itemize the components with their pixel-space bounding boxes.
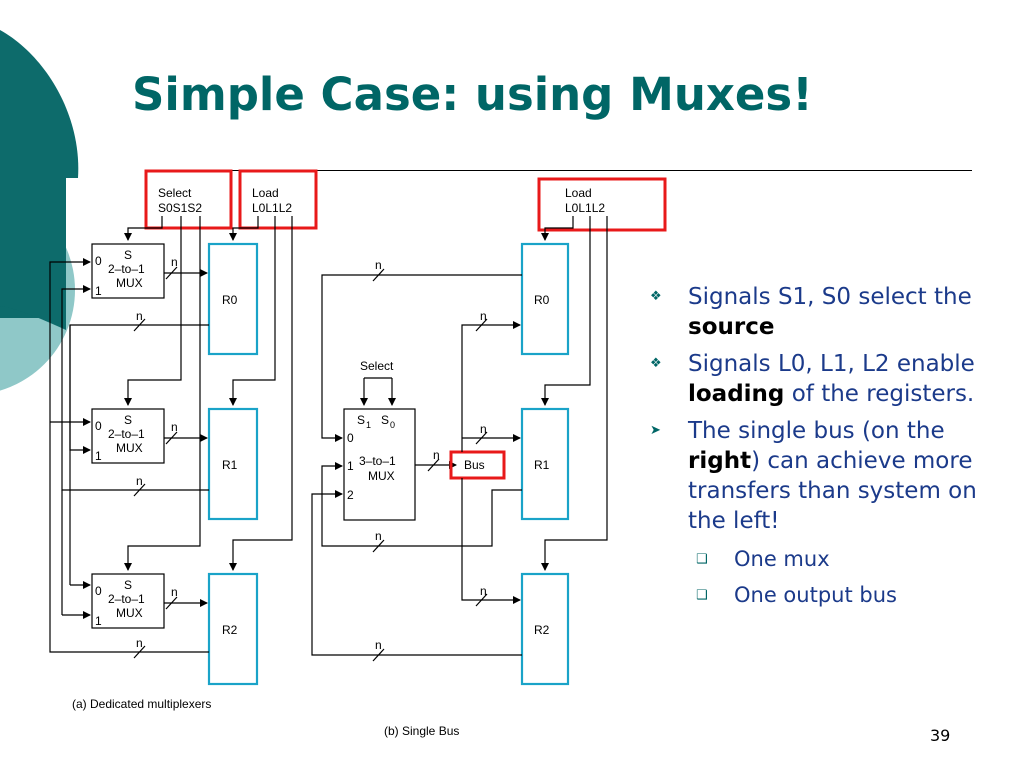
left-register-r0 bbox=[207, 242, 259, 356]
svg-text:n: n bbox=[171, 420, 178, 434]
title-divider bbox=[150, 170, 972, 171]
left-caption: (a) Dedicated multiplexers bbox=[72, 697, 211, 711]
load-signals-highlight-right bbox=[537, 177, 667, 232]
svg-text:1: 1 bbox=[347, 459, 354, 473]
right-r0-label: R0 bbox=[534, 293, 550, 307]
svg-text:n: n bbox=[375, 638, 382, 652]
svg-text:S: S bbox=[124, 578, 132, 592]
bullet-item-2: ❖ Signals L0, L1, L2 enable loading of t… bbox=[650, 351, 975, 407]
left-select-signals: S0S1S2 bbox=[158, 201, 202, 215]
left-load-signals: L0L1L2 bbox=[252, 201, 292, 215]
svg-text:n: n bbox=[433, 448, 440, 462]
right-diagram: Load L0L1L2 R0 R1 R2 Select S 1 S 0 3–to… bbox=[311, 177, 667, 738]
left-r1-label: R1 bbox=[222, 458, 238, 472]
svg-text:S: S bbox=[124, 413, 132, 427]
svg-text:2–to–1: 2–to–1 bbox=[108, 592, 145, 606]
bus-label: Bus bbox=[464, 458, 485, 472]
svg-text:0: 0 bbox=[95, 254, 102, 268]
right-register-r1 bbox=[520, 407, 570, 521]
right-caption: (b) Single Bus bbox=[384, 724, 459, 738]
svg-text:0: 0 bbox=[95, 419, 102, 433]
svg-text:n: n bbox=[480, 309, 487, 323]
sub-bullet-item-1: ❑ One mux bbox=[694, 543, 978, 575]
bus-highlight bbox=[449, 450, 506, 480]
svg-text:MUX: MUX bbox=[116, 441, 143, 455]
svg-text:2: 2 bbox=[347, 488, 354, 502]
left-r2-label: R2 bbox=[222, 623, 238, 637]
left-mux-2 bbox=[91, 573, 165, 629]
load-signals-highlight-left bbox=[238, 169, 318, 230]
svg-text:1: 1 bbox=[95, 614, 102, 628]
svg-text:n: n bbox=[136, 474, 143, 488]
svg-text:1: 1 bbox=[366, 420, 371, 430]
svg-text:n: n bbox=[480, 422, 487, 436]
svg-text:2–to–1: 2–to–1 bbox=[108, 262, 145, 276]
svg-text:n: n bbox=[136, 309, 143, 323]
svg-text:1: 1 bbox=[95, 284, 102, 298]
select-signals-highlight bbox=[144, 169, 233, 230]
svg-text:S: S bbox=[357, 413, 365, 427]
svg-text:n: n bbox=[375, 258, 382, 272]
right-load-signals: L0L1L2 bbox=[565, 201, 605, 215]
sub-bullet-item-2: ❑ One output bus bbox=[694, 579, 978, 611]
right-register-r0 bbox=[520, 242, 570, 356]
svg-text:0: 0 bbox=[95, 584, 102, 598]
svg-text:3–to–1: 3–to–1 bbox=[359, 454, 396, 468]
left-r0-label: R0 bbox=[222, 293, 238, 307]
svg-text:MUX: MUX bbox=[116, 276, 143, 290]
svg-text:MUX: MUX bbox=[368, 469, 395, 483]
right-register-r2 bbox=[520, 572, 570, 686]
diamond-bullet-icon: ❖ bbox=[650, 289, 662, 304]
svg-text:MUX: MUX bbox=[116, 606, 143, 620]
left-mux-1 bbox=[91, 408, 165, 464]
right-load-label: Load bbox=[565, 186, 592, 200]
svg-text:0: 0 bbox=[390, 420, 395, 430]
bullet-list: ❖ Signals S1, S0 select the source ❖ Sig… bbox=[648, 282, 978, 611]
corner-decoration bbox=[0, 30, 79, 391]
svg-text:S: S bbox=[381, 413, 389, 427]
arrowhead-bullet-icon: ➤ bbox=[650, 423, 661, 438]
left-mux-0 bbox=[91, 243, 165, 299]
bullet-item-3: ➤ The single bus (on the right) can achi… bbox=[650, 418, 977, 534]
left-select-label: Select bbox=[158, 186, 192, 200]
right-r1-label: R1 bbox=[534, 458, 550, 472]
svg-text:n: n bbox=[171, 585, 178, 599]
svg-text:S: S bbox=[124, 248, 132, 262]
right-select-label: Select bbox=[360, 359, 394, 373]
left-load-label: Load bbox=[252, 186, 279, 200]
right-r2-label: R2 bbox=[534, 623, 550, 637]
svg-text:1: 1 bbox=[95, 449, 102, 463]
page-number: 39 bbox=[930, 726, 951, 745]
slide-title: Simple Case: using Muxes! bbox=[132, 68, 813, 121]
svg-text:n: n bbox=[375, 529, 382, 543]
svg-text:2–to–1: 2–to–1 bbox=[108, 427, 145, 441]
right-mux bbox=[343, 408, 416, 521]
left-register-r1 bbox=[207, 407, 259, 521]
svg-text:n: n bbox=[171, 255, 178, 269]
left-diagram: Select S0S1S2 Load L0L1L2 S 2–to–1 MUX 0… bbox=[49, 169, 318, 711]
diamond-bullet-icon: ❖ bbox=[650, 356, 662, 371]
left-register-r2 bbox=[207, 572, 259, 686]
svg-text:0: 0 bbox=[347, 431, 354, 445]
svg-text:n: n bbox=[136, 636, 143, 650]
bullet-item-1: ❖ Signals S1, S0 select the source bbox=[650, 284, 972, 340]
square-bullet-icon: ❑ bbox=[696, 588, 708, 603]
svg-text:n: n bbox=[480, 584, 487, 598]
square-bullet-icon: ❑ bbox=[696, 552, 708, 567]
